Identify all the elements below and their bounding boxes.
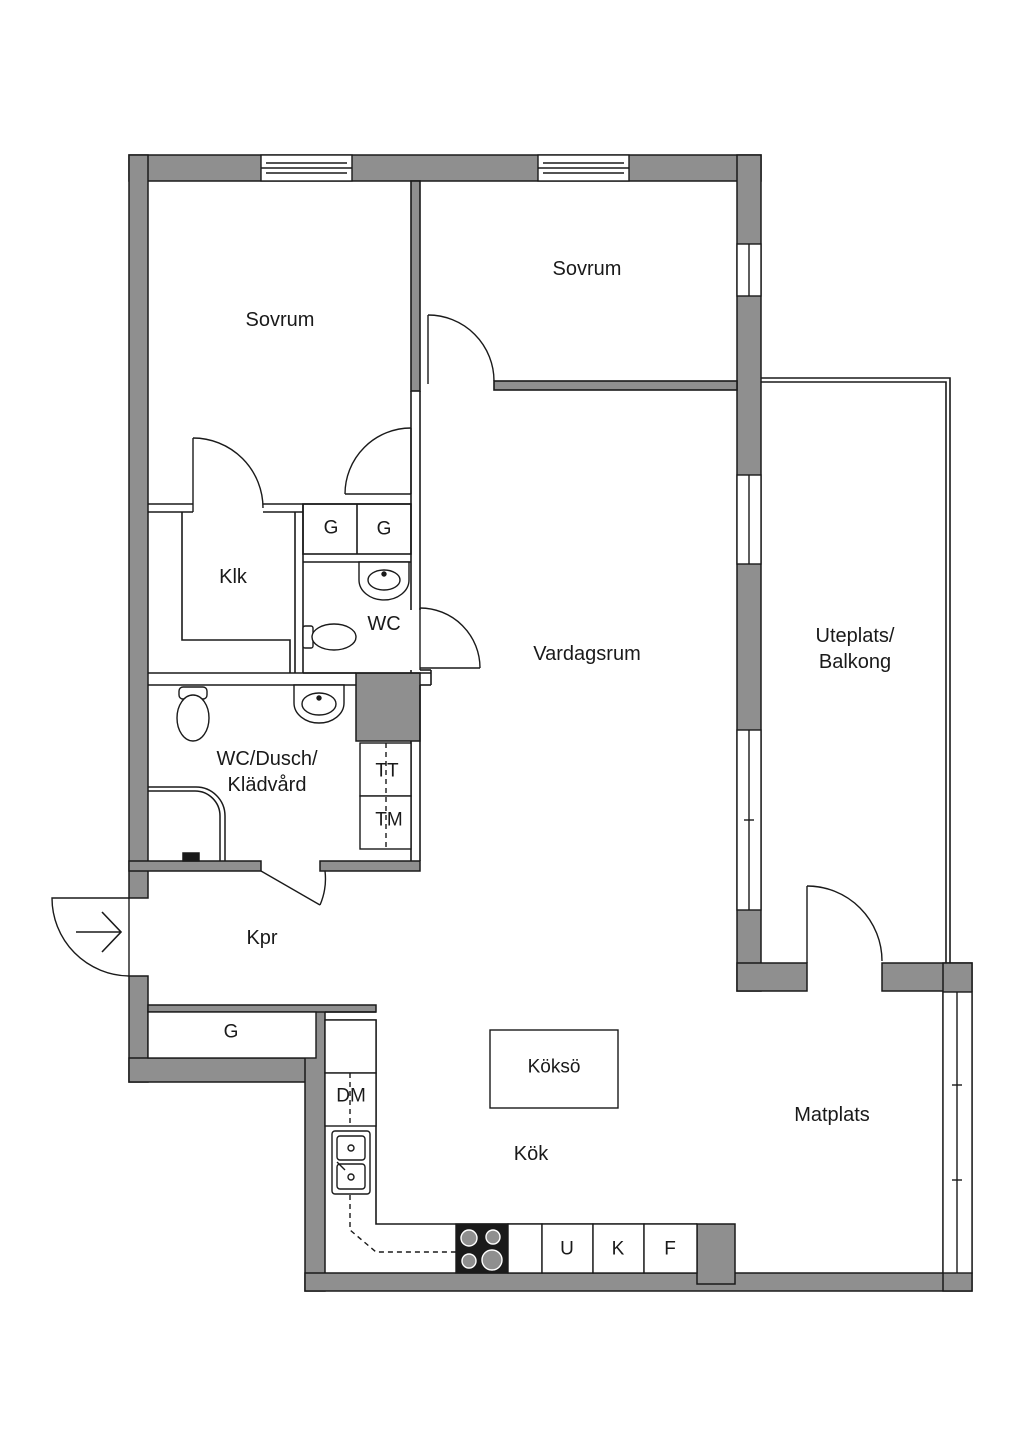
- toilet-icon: [176, 686, 210, 742]
- wall-bedroom2-bottom: [493, 380, 738, 391]
- dryer-label: TT: [375, 760, 399, 782]
- sink-icon: [293, 684, 345, 724]
- room-wc-dusch-line2: Klädvård: [227, 774, 307, 796]
- kitchen-island: [489, 1029, 619, 1109]
- washer-label: TM: [375, 809, 403, 831]
- room-vardagsrum: Vardagsrum: [533, 643, 641, 665]
- doors: [51, 314, 883, 977]
- entry-arrow-icon: [76, 911, 123, 953]
- dishwasher-label: DM: [336, 1085, 366, 1107]
- room-uteplats: Uteplats/ Balkong: [816, 623, 895, 675]
- fridge-label: U: [560, 1238, 574, 1260]
- room-sovrum-1: Sovrum: [245, 309, 315, 331]
- wall-bath-bottom-right: [319, 860, 421, 872]
- wall-bedrooms: [410, 180, 421, 392]
- room-klk: Klk: [219, 566, 247, 588]
- closet-label-g2: G: [376, 518, 392, 540]
- wall-pillar: [696, 1223, 736, 1285]
- wall-top: [128, 154, 762, 182]
- cooler-label: K: [611, 1238, 625, 1260]
- windows: [260, 154, 973, 1274]
- wall-shaft: [355, 672, 421, 742]
- shower-icon: [148, 786, 226, 862]
- room-matplats: Matplats: [794, 1104, 870, 1126]
- double-sink-icon: [331, 1130, 371, 1195]
- sink-icon: [358, 561, 410, 601]
- wall-balcony-bottom: [736, 962, 808, 992]
- wall-bottom-left: [128, 1057, 326, 1083]
- room-sovrum-2: Sovrum: [552, 258, 622, 280]
- room-wc-dusch-line1: WC/Dusch/: [216, 748, 318, 770]
- room-uteplats-line1: Uteplats/: [815, 625, 895, 647]
- toilet-icon: [302, 623, 357, 651]
- room-kok: Kök: [513, 1143, 549, 1165]
- room-wc: WC: [367, 613, 401, 635]
- closet-g-lower: [147, 1011, 317, 1059]
- kitchen-island-label: Köksö: [527, 1056, 581, 1078]
- freezer-label: F: [664, 1238, 676, 1260]
- wall-store: [147, 1004, 377, 1013]
- laundry-units: [359, 742, 412, 850]
- wall-bath-bottom: [128, 860, 262, 872]
- stove-icon: [456, 1224, 508, 1273]
- closet-label-g1: G: [323, 517, 339, 539]
- room-uteplats-line2: Balkong: [818, 651, 892, 673]
- room-kpr: Kpr: [246, 927, 278, 949]
- wall-left-upper: [128, 154, 149, 899]
- wall-bottom: [304, 1272, 973, 1292]
- room-wc-dusch: WC/Dusch/ Klädvård: [216, 746, 317, 798]
- closet-label-g3: G: [223, 1021, 239, 1043]
